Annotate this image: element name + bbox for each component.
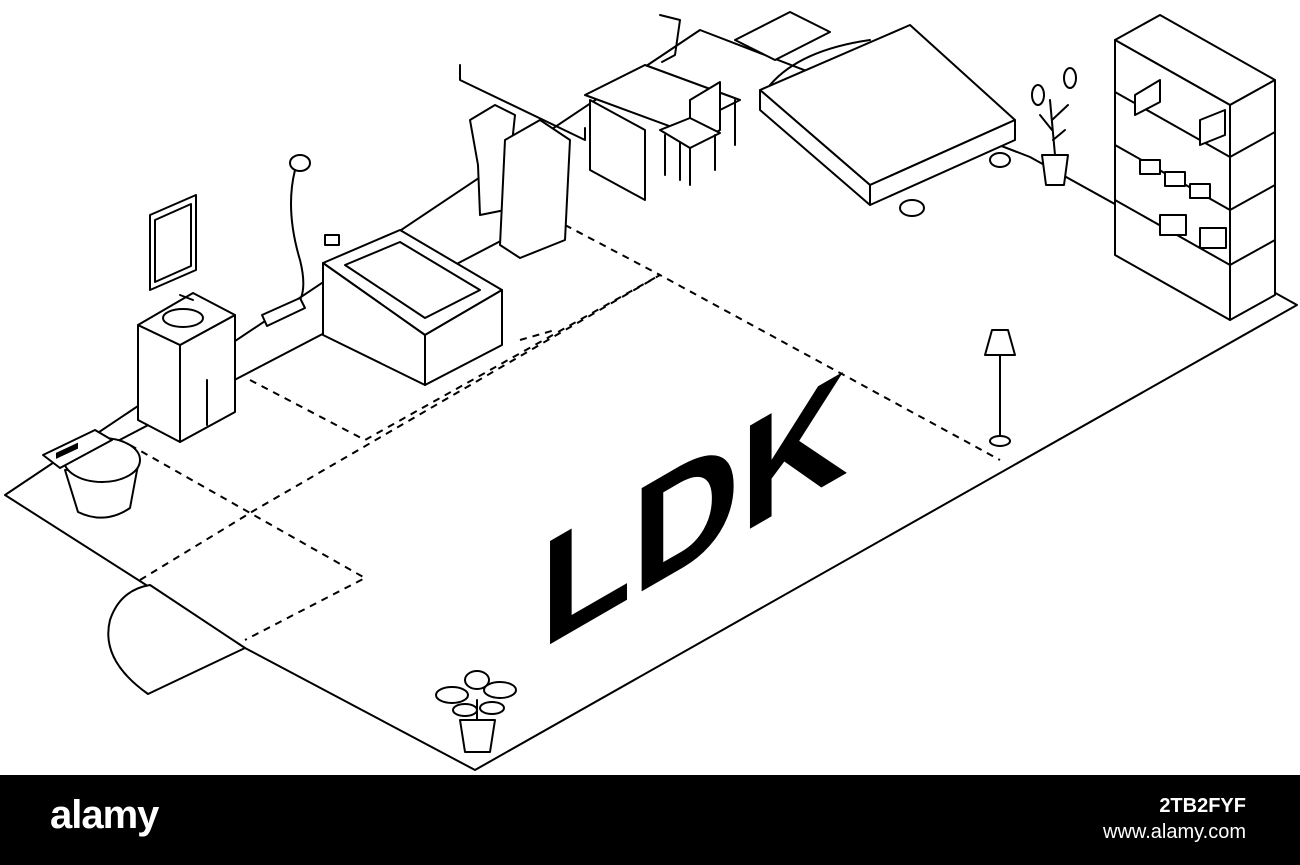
watermark-brand: alamy — [50, 793, 159, 837]
watermark-site: www.alamy.com — [1103, 821, 1246, 843]
bathtub-icon — [322, 229, 503, 386]
bed-icon — [734, 11, 1016, 217]
bookshelf-icon — [1114, 14, 1276, 321]
room-dividers — [129, 224, 1001, 641]
floor-plan-illustration: LDK — [4, 11, 1298, 771]
potted-plant-icon — [435, 670, 517, 753]
toilet-icon — [42, 429, 141, 519]
mirror-icon — [149, 194, 197, 291]
room-label-ldk: LDK — [540, 337, 848, 683]
floor-lamp-icon — [984, 329, 1016, 447]
isometric-floor-plan: LDK — [4, 11, 1298, 771]
entrance-door — [107, 584, 246, 695]
potted-plant-icon — [1031, 67, 1077, 186]
chair-icon — [659, 81, 721, 186]
shower-icon — [261, 154, 340, 327]
clothes-rail-icon — [459, 64, 586, 259]
sink-cabinet-icon — [137, 292, 236, 443]
watermark-footer: alamy 2TB2FYF www.alamy.com — [0, 775, 1300, 865]
watermark-image-id: 2TB2FYF — [1159, 795, 1246, 817]
